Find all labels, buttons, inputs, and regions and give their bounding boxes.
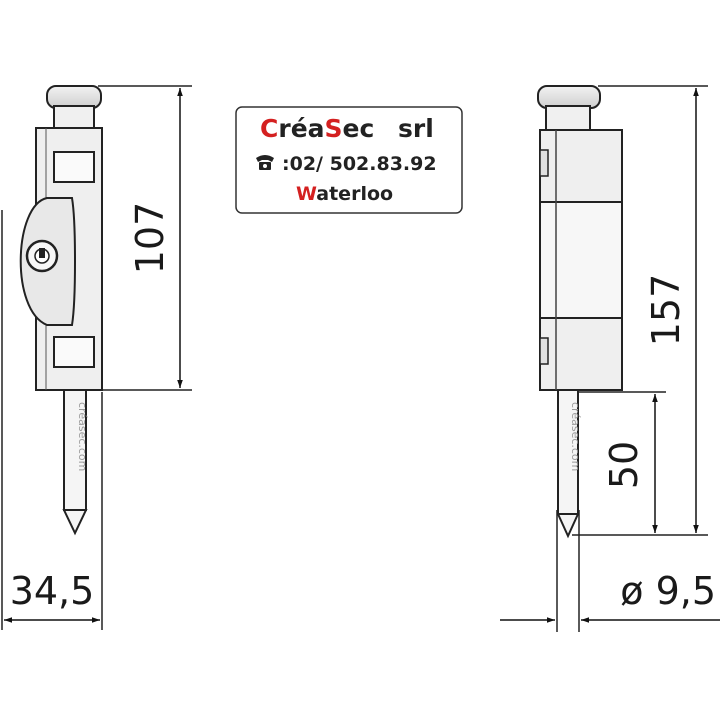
dim-label-diameter: ø 9,5 (620, 569, 716, 613)
brand-suffix: srl (398, 114, 434, 143)
front-lower-window (53, 336, 95, 368)
front-watermark: créasec.com (76, 402, 89, 471)
side-knob-neck (545, 105, 591, 131)
company-stamp: CréaSec srl :02/ 502.83.92 Waterloo (235, 106, 463, 214)
front-knob (46, 85, 102, 109)
brand-name: CréaSec (260, 114, 374, 143)
front-view: créasec.com 107 34,5 (1, 85, 192, 630)
front-upper-window (53, 151, 95, 183)
side-view: créasec.com 157 50 ø 9,5 (500, 85, 720, 632)
telephone-icon (256, 155, 274, 170)
dim-label-50: 50 (602, 441, 646, 489)
dim-label-107: 107 (128, 202, 172, 275)
stamp-frame (235, 106, 463, 214)
phone-number: :02/ 502.83.92 (282, 153, 437, 175)
front-bolt-tip (62, 509, 88, 536)
side-bolt-tip (556, 513, 580, 539)
front-knob-neck (53, 105, 95, 129)
dim-label-34-5: 34,5 (10, 569, 95, 613)
side-middle-section (539, 201, 623, 319)
side-watermark: créasec.com (569, 402, 582, 471)
side-knob (537, 85, 601, 109)
city-name: Waterloo (296, 183, 393, 205)
dim-label-157: 157 (644, 274, 688, 347)
